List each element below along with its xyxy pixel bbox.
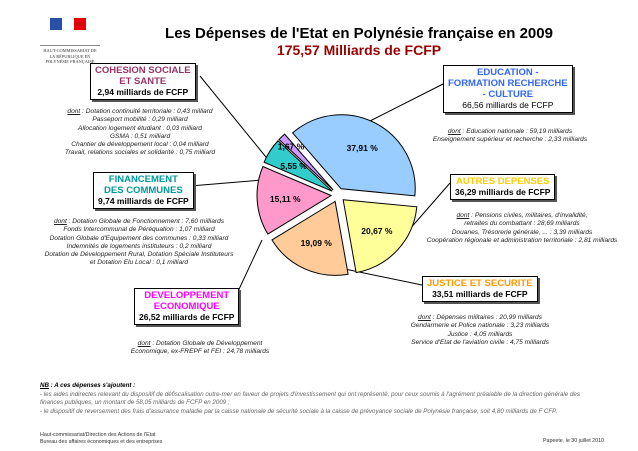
box-title: FORMATION RECHERCHE	[448, 78, 568, 89]
detail: Pensions civiles, militaires, d'invalidi…	[474, 212, 588, 219]
nb-line: - le dispositif de reversement des frais…	[40, 407, 558, 415]
detail: Passeport mobilité : 0,29 milliard	[92, 116, 188, 124]
slice-label: 5,55 %	[280, 161, 307, 171]
nb-line: - les aides indirectes relevant du dispo…	[40, 390, 580, 398]
pie-slice	[291, 114, 416, 197]
box-title: - CULTURE	[482, 89, 534, 100]
detail: et Dotation Elu Local : 0,1 milliard	[89, 259, 189, 267]
detail: Allocation logement étudiant : 0,03 mill…	[78, 124, 202, 132]
box-title: COHESION SOCIALE	[95, 65, 191, 76]
nb-heading: NB	[40, 382, 49, 389]
box-amount: 26,52 milliards de FCFP	[139, 312, 235, 322]
box-communes: FINANCEMENT DES COMMUNES 9,74 milliards …	[93, 172, 194, 209]
box-justice: JUSTICE ET SECURITE 33,51 milliards de F…	[422, 276, 538, 302]
detail: Dépenses militaires : 20,99 milliards	[436, 314, 542, 321]
box-amount: 33,51 milliards de FCFP	[432, 289, 528, 299]
detail: Dotation Globale de Fonctionnement : 7,6…	[72, 218, 225, 225]
detail: Gendarmerie et Police nationale : 3,23 m…	[410, 322, 550, 330]
details-developpement: dont : Dotation Globale de Développement…	[90, 340, 310, 357]
leader-line	[367, 83, 444, 123]
detail: Dotation de Développement Rural, Dotatio…	[44, 251, 234, 259]
slice-label: 15,11 %	[270, 194, 301, 204]
pie-slice	[263, 140, 333, 192]
detail: Dotation Globale d'Equipement des commun…	[49, 234, 229, 242]
detail: Travail, relations sociales et solidarit…	[64, 149, 216, 157]
box-amount: 66,56 milliards de FCFP	[462, 100, 554, 110]
detail: retraites du combattant : 28,69 milliard…	[464, 220, 580, 228]
dont-label: dont	[137, 340, 151, 347]
box-amount: 36,29 milliards de FCFP	[455, 187, 551, 197]
slice-label: 19,09 %	[301, 238, 333, 248]
box-title: DEVELOPPEMENT	[144, 290, 230, 301]
detail: Coopération régionale et administration …	[426, 236, 618, 244]
details-cohesion: dont : Dotation continuité territoriale …	[25, 108, 255, 158]
dont-label: dont	[447, 128, 461, 135]
details-education: dont : Education nationale : 59,19 milli…	[415, 128, 605, 145]
nb-line: finances publiques, un montant de 58,05 …	[40, 399, 230, 406]
box-title: EDUCATION -	[477, 67, 539, 78]
detail: Service d'Etat de l'aviation civile : 4,…	[411, 338, 549, 346]
leader-line	[189, 179, 263, 187]
detail: Chantier de développement local : 0,04 m…	[71, 141, 209, 149]
box-title: FINANCEMENT	[108, 174, 178, 185]
detail: Douanes, Trésorerie générale, ... : 3,39…	[451, 228, 593, 236]
pie-slice	[271, 200, 349, 276]
box-title: ECONOMIQUE	[153, 301, 220, 312]
nb-heading-rest: : A ces dépenses s'ajoutent :	[48, 382, 136, 389]
footer-line: Haut-commissariat/Direction des Actions …	[40, 432, 156, 438]
dont-label: dont	[456, 212, 470, 219]
dont-label: dont	[418, 314, 431, 321]
box-title: JUSTICE ET SECURITE	[427, 278, 533, 289]
box-amount: 2,94 milliards de FCFP	[97, 87, 189, 97]
republic-logo	[50, 18, 86, 38]
box-amount: 9,74 milliards de FCFP	[98, 196, 189, 206]
box-title: ET SANTE	[119, 76, 167, 87]
detail: Justice : 4,05 milliards	[447, 330, 513, 338]
details-communes: dont : Dotation Globale de Fonctionnemen…	[8, 218, 270, 268]
dont-label: dont	[53, 218, 67, 225]
detail: Fonds Intercommunal de Péréquation : 1,0…	[63, 226, 215, 234]
leader-line	[339, 267, 423, 286]
footer-date: Papeete, le 30 juillet 2010	[543, 438, 604, 444]
pie-slice	[256, 165, 333, 235]
details-autres: dont : Pensions civiles, militaires, d'i…	[422, 212, 622, 245]
pie-slice	[342, 199, 418, 274]
detail: Education nationale : 59,19 milliards	[466, 128, 573, 135]
detail: Dotation Globale de Développement	[156, 340, 263, 347]
nb-note: NB : A ces dépenses s'ajoutent : - les a…	[40, 382, 632, 416]
slice-label: 20,67 %	[361, 226, 393, 236]
box-title: AUTRES DEPENSES	[456, 176, 550, 187]
institution-name: HAUT-COMMISSARIAT DE LA RÉPUBLIQUE EN PO…	[40, 45, 100, 65]
page-subtitle: 175,57 Milliards de FCFP	[276, 42, 442, 58]
detail: GSMA : 0,51 milliard	[109, 132, 171, 140]
slice-label: 37,91 %	[347, 143, 379, 153]
footer-left: Haut-commissariat/Direction des Actions …	[40, 432, 162, 446]
box-title: DES COMMUNES	[104, 185, 183, 196]
leader-line	[199, 75, 271, 163]
box-developpement: DEVELOPPEMENT ECONOMIQUE 26,52 milliards…	[134, 288, 240, 325]
details-justice: dont : Dépenses militaires : 20,99 milli…	[390, 314, 570, 347]
footer-line: Bureau des affaires économiques et des e…	[40, 439, 163, 445]
detail: Dotation continuité territoriale : 0,43 …	[85, 108, 213, 115]
detail: Enseignement supérieur et recherche : 2,…	[432, 136, 588, 144]
page-title: Les Dépenses de l'Etat en Polynésie fran…	[165, 25, 553, 42]
dont-label: dont	[67, 108, 81, 115]
box-cohesion: COHESION SOCIALE ET SANTE 2,94 milliards…	[90, 63, 196, 100]
detail: Indemnités de logements instituteurs : 0…	[66, 242, 212, 250]
detail: Economique, ex-FREPF et FEI : 24,78 mill…	[130, 348, 270, 356]
box-education: EDUCATION - FORMATION RECHERCHE - CULTUR…	[443, 65, 573, 113]
box-autres: AUTRES DEPENSES 36,29 milliards de FCFP	[450, 174, 556, 200]
pie-slice	[278, 133, 334, 191]
slice-label: 1,67 %	[278, 141, 305, 151]
